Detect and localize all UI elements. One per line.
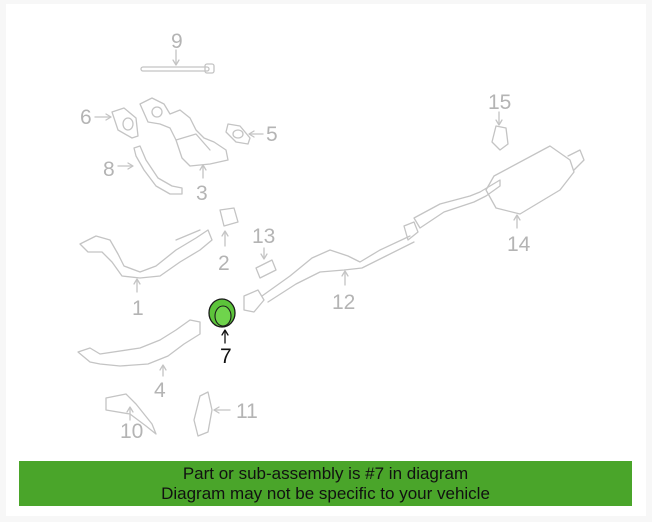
callout-11[interactable]: 11 [236,400,258,423]
callout-14[interactable]: 14 [507,233,531,256]
callout-4[interactable]: 4 [154,379,166,402]
diagram-panel [6,4,646,516]
part-info-banner: Part or sub-assembly is #7 in diagram Di… [19,461,632,506]
banner-part-line: Part or sub-assembly is #7 in diagram [182,464,469,483]
part-7-seal-highlighted[interactable] [208,298,236,344]
part-1-front-pipe [79,229,213,293]
part-3-exhaust-manifold [139,97,229,179]
part-8-bracket [117,145,183,195]
callout-12[interactable]: 12 [332,291,356,314]
part-4-catalytic-converter [77,319,201,377]
callout-2[interactable]: 2 [218,252,230,275]
callout-13[interactable]: 13 [252,225,276,248]
callout-1[interactable]: 1 [132,297,144,320]
part-6-gasket [94,107,139,139]
part-13-spring [255,247,277,279]
callout-3[interactable]: 3 [196,182,208,205]
part-11-bracket [193,391,231,437]
callout-7[interactable]: 7 [220,345,232,368]
callout-8[interactable]: 8 [103,158,115,181]
callout-5[interactable]: 5 [266,123,278,146]
callout-9[interactable]: 9 [171,30,183,53]
part-12-center-pipe [243,221,419,313]
part-5-gasket [225,123,264,145]
part-14-muffler [413,145,585,229]
part-10-bracket [105,393,157,435]
callout-15[interactable]: 15 [488,91,512,114]
part-15-hanger [491,111,509,151]
callout-10[interactable]: 10 [120,420,144,443]
part-9-bolt [140,49,215,74]
callout-6[interactable]: 6 [80,106,92,129]
banner-disclaimer-line: Diagram may not be specific to your vehi… [161,484,490,503]
part-2-gasket [219,207,239,247]
